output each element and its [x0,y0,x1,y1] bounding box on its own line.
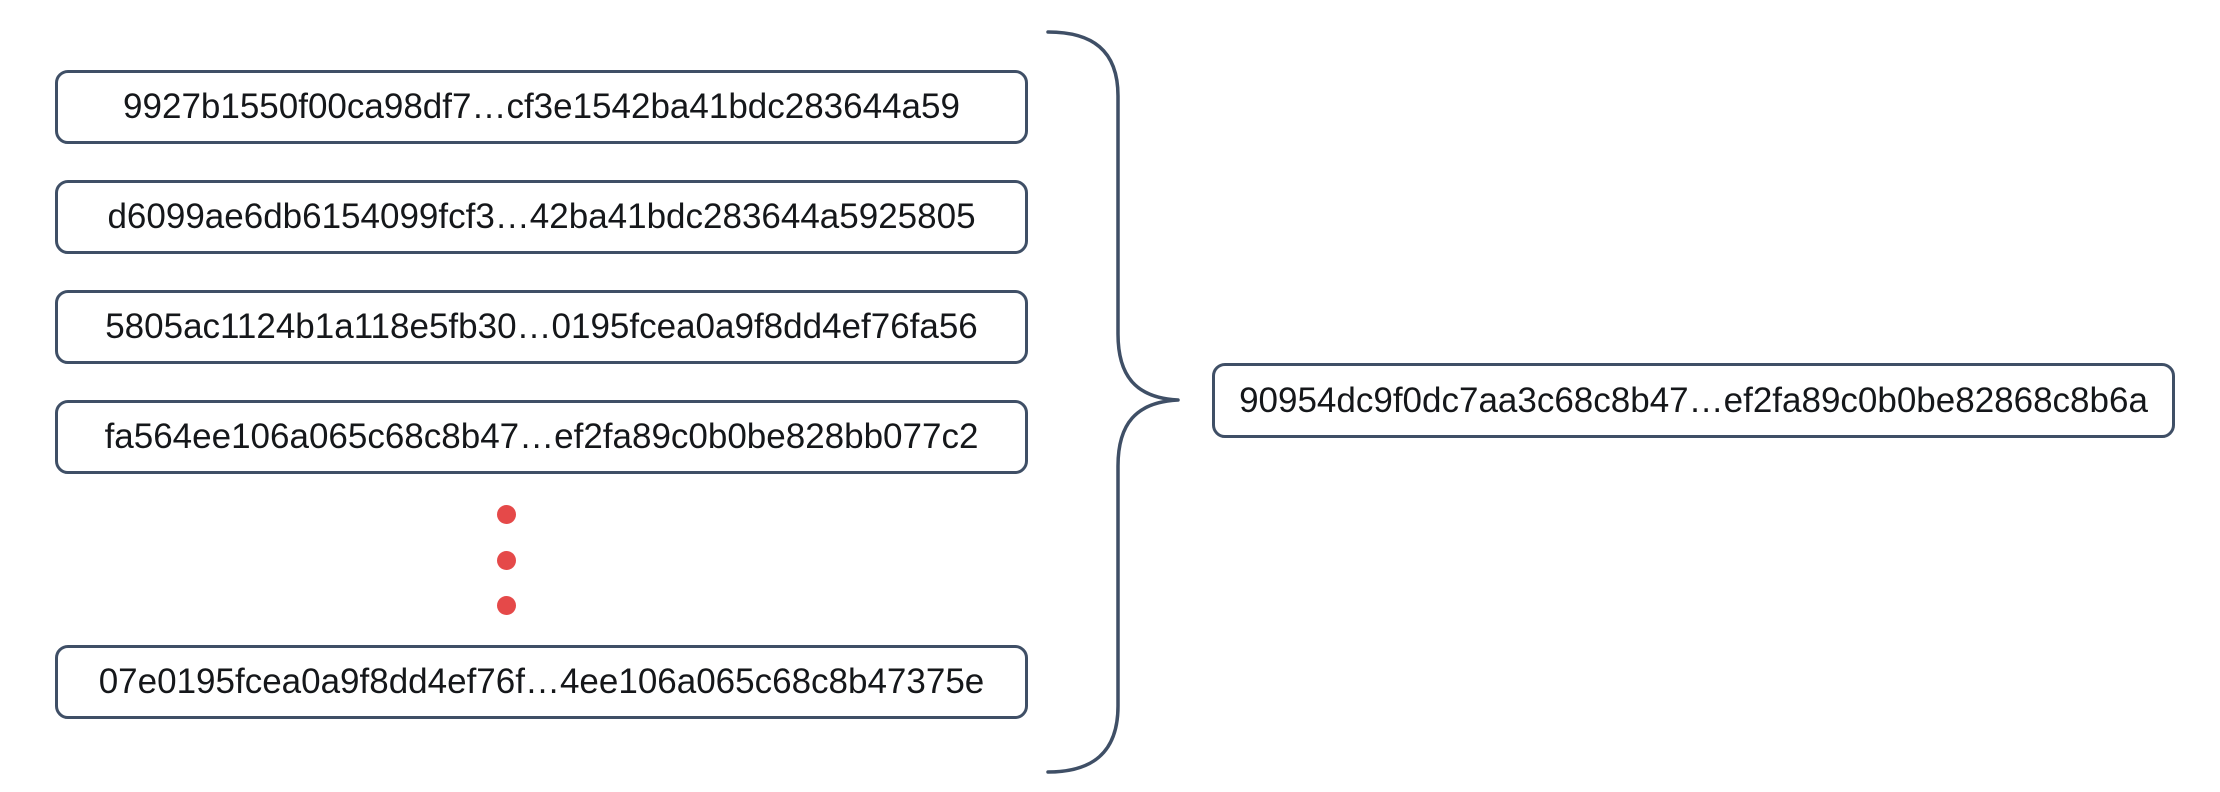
input-hash-box-4: fa564ee106a065c68c8b47…ef2fa89c0b0be828b… [55,400,1028,474]
result-hash-box: 90954dc9f0dc7aa3c68c8b47…ef2fa89c0b0be82… [1212,363,2175,438]
input-hash-box-3: 5805ac1124b1a118e5fb30…0195fcea0a9f8dd4e… [55,290,1028,364]
input-hash-box-5: 07e0195fcea0a9f8dd4ef76f…4ee106a065c68c8… [55,645,1028,719]
result-hash-text: 90954dc9f0dc7aa3c68c8b47…ef2fa89c0b0be82… [1239,380,2148,420]
input-hash-box-2: d6099ae6db6154099fcf3…42ba41bdc283644a59… [55,180,1028,254]
ellipsis-dot [497,505,516,524]
input-hash-box-1: 9927b1550f00ca98df7…cf3e1542ba41bdc28364… [55,70,1028,144]
input-hash-text-5: 07e0195fcea0a9f8dd4ef76f…4ee106a065c68c8… [98,662,985,701]
input-hash-text-3: 5805ac1124b1a118e5fb30…0195fcea0a9f8dd4e… [105,307,978,346]
curly-brace-icon [1046,30,1180,774]
ellipsis-dot [497,551,516,570]
input-hash-text-1: 9927b1550f00ca98df7…cf3e1542ba41bdc28364… [123,87,960,126]
input-hash-text-4: fa564ee106a065c68c8b47…ef2fa89c0b0be828b… [104,417,979,456]
input-hash-text-2: d6099ae6db6154099fcf3…42ba41bdc283644a59… [107,197,976,236]
ellipsis-dot [497,596,516,615]
